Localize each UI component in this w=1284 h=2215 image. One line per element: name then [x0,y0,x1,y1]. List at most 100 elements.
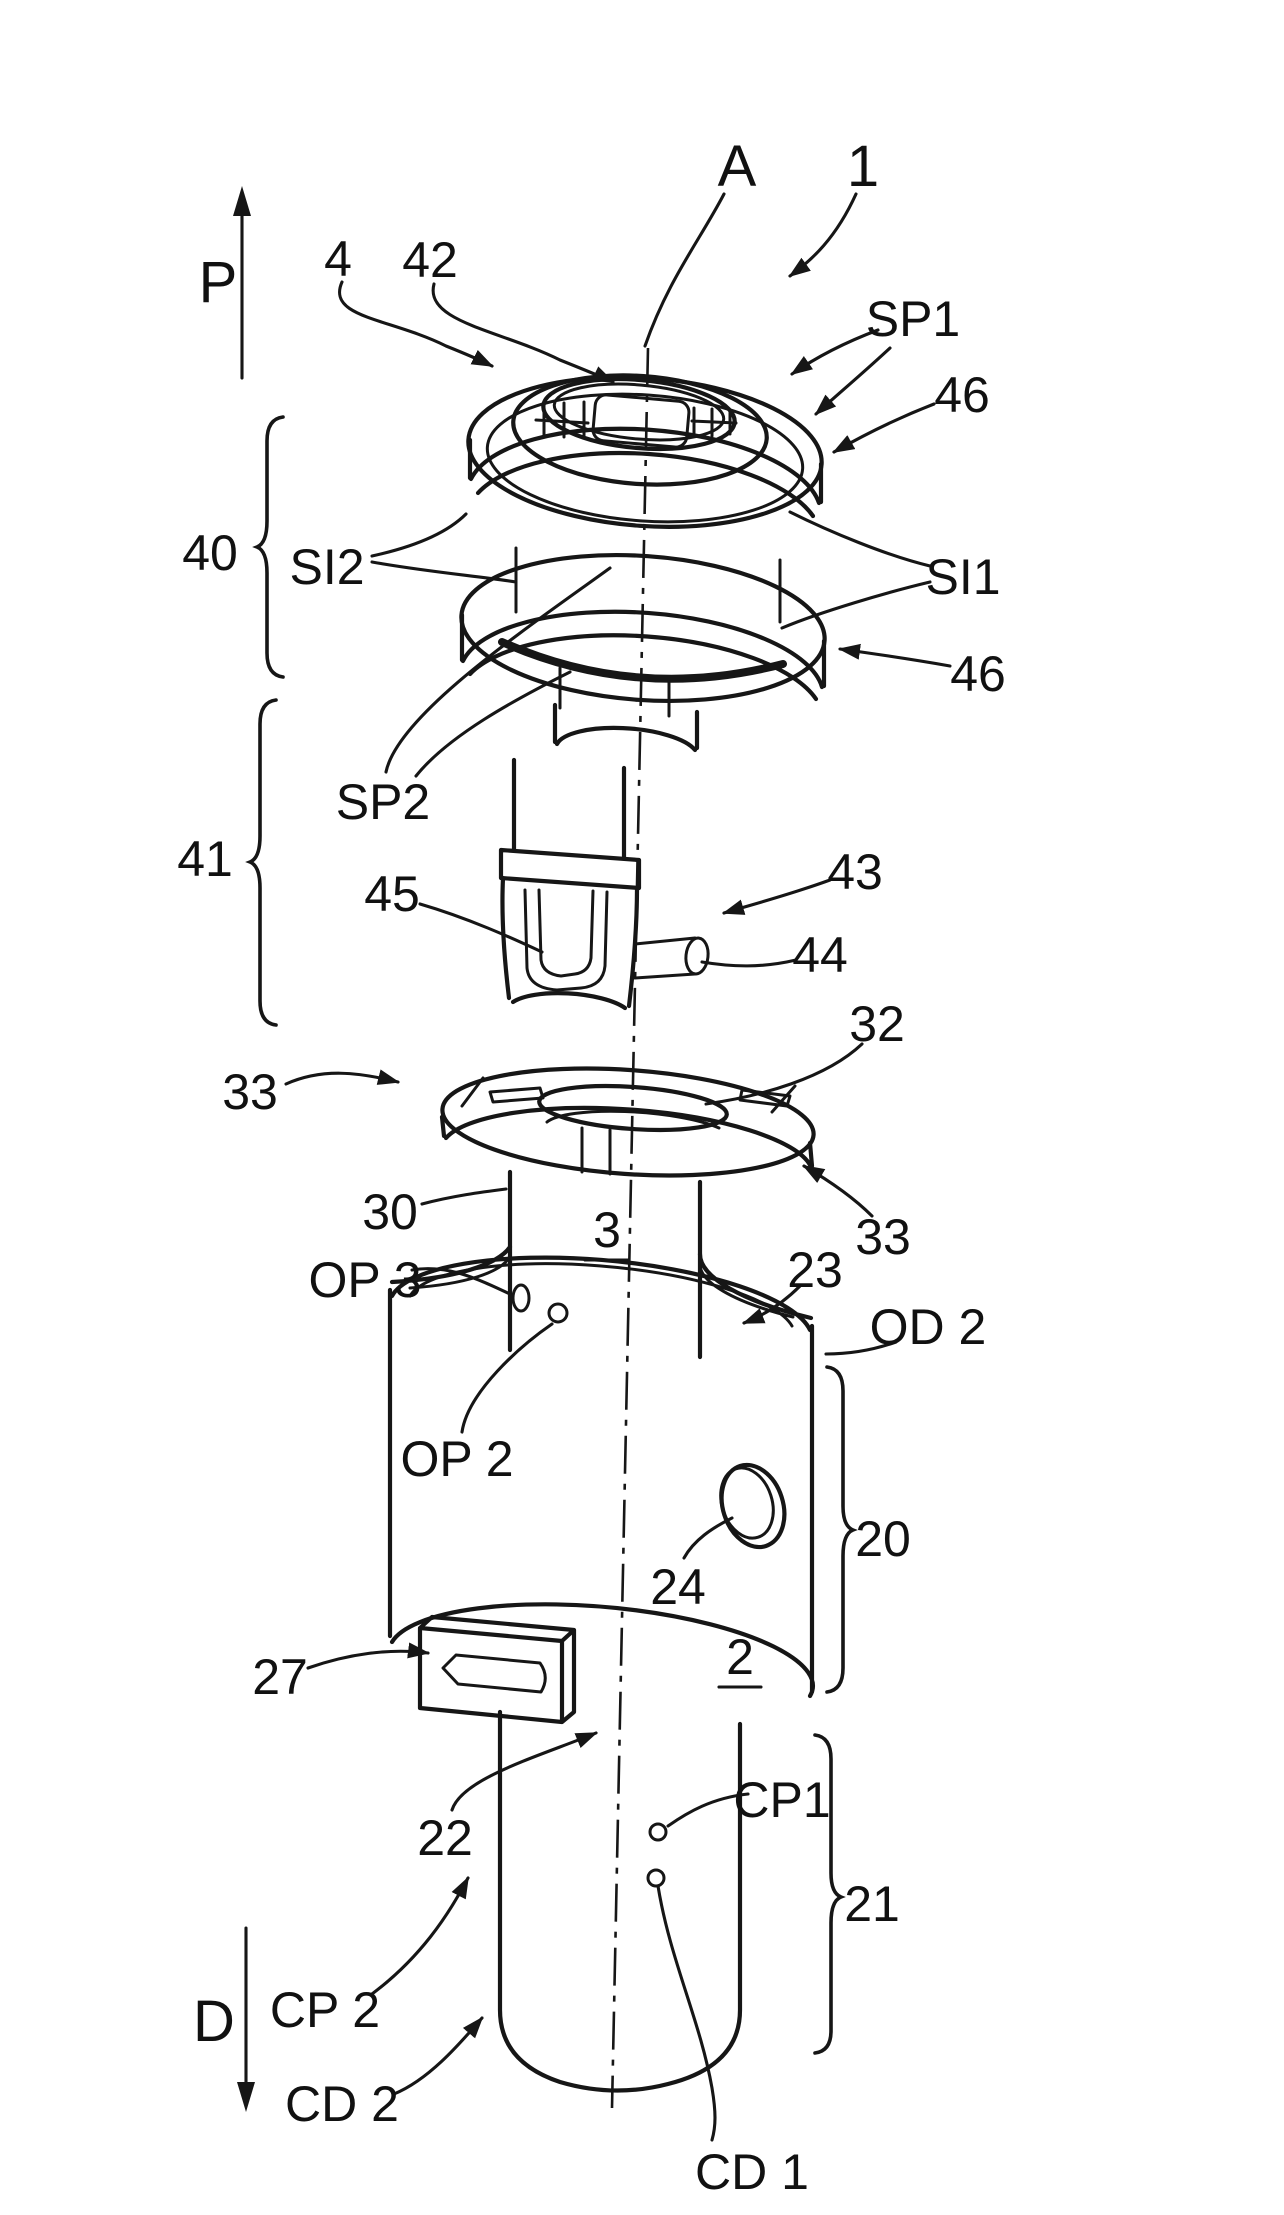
p-arrow-head-icon [233,186,251,216]
leader-SI2-b [370,560,518,584]
d-arrow-head-icon [237,2082,255,2112]
spool-hub-top [511,373,769,487]
brace-40 [252,415,285,679]
label-CP2: CP 2 [270,1982,380,2038]
leader-CD2 [392,2016,484,2096]
leader-SI2-a [370,512,468,558]
shaft-rib-inner [537,888,595,978]
shaft-pin-cap [684,936,710,976]
leader-CP2 [370,1876,470,1996]
label-D: D [193,1989,235,2054]
disc-center-opening [537,1083,729,1133]
leader-30 [420,1187,508,1206]
cyl21-outline [497,1709,743,2093]
leader-22 [450,1731,598,1812]
shaft-sculpted-body [500,875,640,1011]
label-24: 24 [650,1559,706,1615]
shaft-rib-outer [523,888,609,992]
center-axis-line [610,347,650,2109]
label-CD1: CD 1 [695,2144,809,2200]
cyl21-hole-cd1 [646,1868,666,1888]
leader-OD2 [824,1340,898,1356]
brace-21 [813,1733,846,2055]
leader-32 [704,1042,864,1106]
cyl21-hole-cp1 [648,1822,668,1842]
shaft-upper-cylinder [511,757,627,861]
label-40: 40 [182,525,238,581]
label-20: 20 [855,1511,911,1567]
label-21: 21 [844,1876,900,1932]
cyl20-hole-24-inner [719,1466,775,1540]
brace-41 [245,698,278,1027]
reference-braces [245,415,858,2055]
leader-CP1 [666,1792,750,1828]
leader-46-bottom [838,643,952,668]
direction-arrows [233,186,255,2112]
label-SI2: SI2 [289,539,364,595]
reference-labels: P A 1 4 42 SP1 46 40 SI2 SI1 46 SP2 41 4… [177,134,1006,2200]
spool-spline-grid [534,400,738,440]
cyl20-slot-27-opening [441,1653,547,1694]
label-A: A [718,134,757,199]
label-45: 45 [364,866,420,922]
label-CD2: CD 2 [285,2076,399,2132]
spool-lower-flange-wall [459,609,827,702]
spool-seal-groove-shadow [498,638,787,683]
label-43: 43 [827,844,883,900]
disc-lobe-steps [460,1076,797,1114]
disc-slot-left [488,1086,545,1104]
disc-front-gap [580,1126,612,1176]
label-30: 30 [362,1184,418,1240]
leader-46-top [832,402,936,454]
leader-OP2 [460,1322,554,1434]
leader-SP2-a [384,566,612,774]
disc-opening-wall [545,1109,721,1130]
leader-1 [788,192,858,278]
leader-45 [418,902,544,954]
label-4: 4 [324,231,352,287]
spool-bottom-hub [552,702,700,753]
spool-flange-panel-lines [558,666,671,718]
label-OP3: OP 3 [308,1252,421,1308]
shaft-collar [498,847,642,891]
shaft-part [498,757,710,1011]
label-46-top: 46 [934,367,990,423]
label-33-right: 33 [855,1209,911,1265]
leader-23 [742,1284,802,1325]
label-SP2: SP2 [336,774,431,830]
label-42: 42 [402,232,458,288]
disc-outer-rim [440,1066,816,1178]
label-44: 44 [792,927,848,983]
lower-cylinder-part [497,1709,743,2093]
label-46-bottom: 46 [950,646,1006,702]
label-22: 22 [417,1810,473,1866]
label-OD2: OD 2 [870,1299,987,1355]
label-1: 1 [847,134,879,199]
leader-44 [700,958,798,968]
leader-CD1 [656,1884,717,2142]
cyl20-slot-27-box [417,1614,577,1725]
label-3: 3 [593,1202,621,1258]
spool-upper-flange-wall [467,426,824,519]
leader-43 [722,878,832,915]
leader-SI1-b [780,580,932,630]
leader-A [643,192,726,348]
label-27: 27 [252,1649,308,1705]
label-32: 32 [849,996,905,1052]
brace-20 [825,1365,858,1694]
label-33-left: 33 [222,1064,278,1120]
leader-33-right [802,1164,874,1218]
leader-SP2-b [414,670,572,778]
spool-top-inner-rim [485,392,805,524]
leader-SP1-b [814,346,892,416]
spool-spline-bore [591,393,691,449]
cyl20-rim-inner [408,1254,795,1328]
label-2: 2 [726,1629,754,1685]
label-P: P [199,250,238,315]
shaft-pin-44 [633,936,697,980]
label-CP1: CP1 [733,1772,830,1828]
column-hole-op2 [547,1302,569,1324]
leader-4 [338,280,494,368]
